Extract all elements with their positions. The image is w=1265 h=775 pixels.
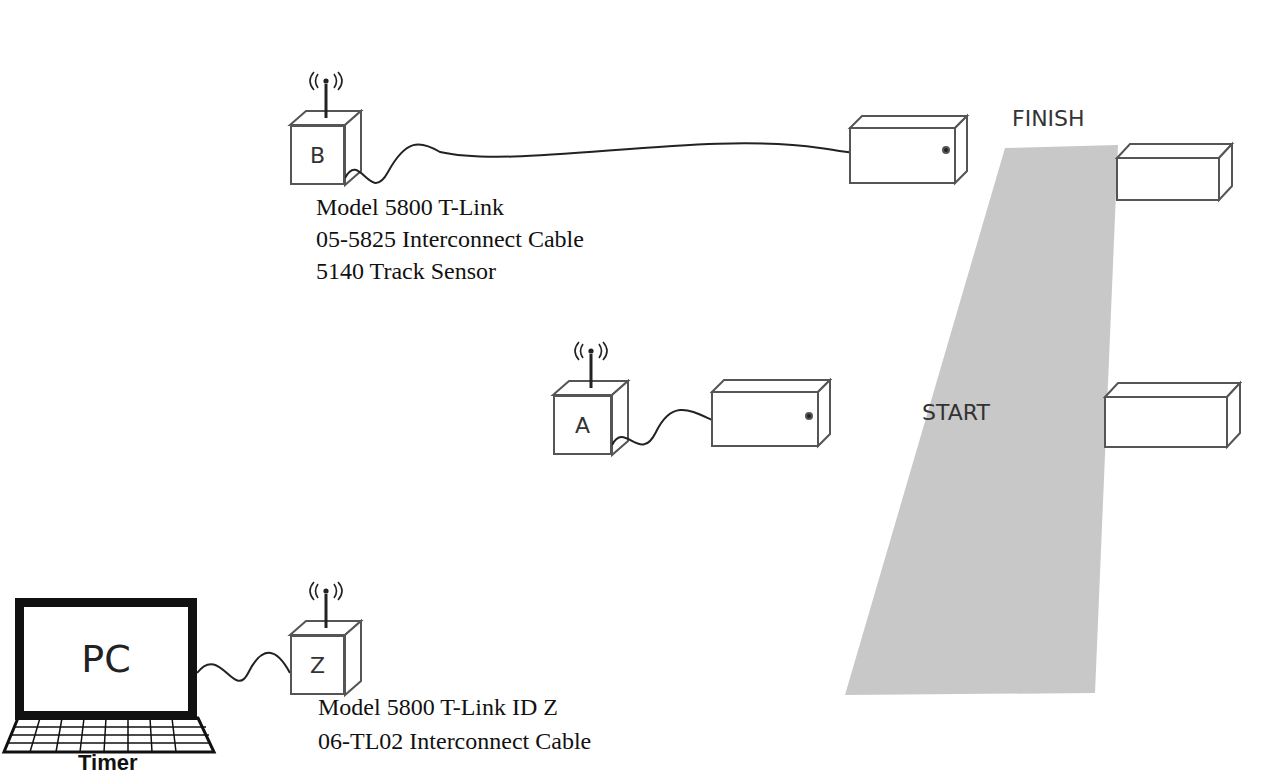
interconnect-cable — [612, 410, 712, 445]
cable-line — [197, 653, 290, 681]
node-text: Z — [310, 653, 325, 678]
part-label: 5140 Track Sensor — [316, 258, 496, 285]
node-text: A — [575, 413, 590, 438]
part-label: Model 5800 T-Link ID Z — [318, 694, 558, 721]
reflector-box — [1105, 383, 1240, 447]
start-label: START — [922, 400, 990, 425]
timer-label: Timer — [78, 750, 138, 775]
track-sensor — [712, 380, 830, 446]
t-link-box: Z — [290, 635, 345, 695]
track-sensor — [850, 116, 967, 183]
t-link-box: A — [553, 395, 612, 455]
t-link-box: B — [290, 125, 345, 185]
cube-side — [612, 381, 628, 455]
laptop-keyboard — [4, 718, 214, 752]
laptop-screen: PC — [15, 598, 197, 720]
interconnect-cable — [197, 653, 290, 681]
node-text: PC — [81, 637, 130, 681]
node-text: B — [310, 143, 325, 168]
cube-side — [345, 621, 361, 695]
finish-label: FINISH — [1012, 106, 1085, 131]
part-label: Model 5800 T-Link — [316, 194, 504, 221]
race-track — [845, 145, 1118, 695]
part-label: 06-TL02 Interconnect Cable — [318, 728, 591, 755]
interconnect-cable — [345, 143, 881, 183]
part-label: 05-5825 Interconnect Cable — [316, 226, 584, 253]
reflector-box — [1117, 144, 1232, 200]
antenna-waves — [310, 72, 607, 600]
antenna — [326, 84, 591, 628]
